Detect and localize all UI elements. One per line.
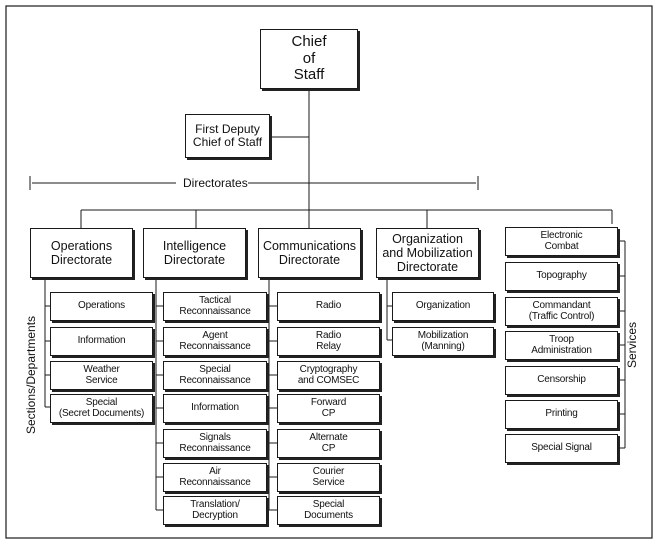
services-label: Services [625,321,639,369]
section-information: Information [50,326,153,356]
section-agent-reconnaissance: Agent Reconnaissance [163,326,267,356]
section-special-documents: Special Documents [277,495,380,525]
section-special-reconnaissance: Special Reconnaissance [163,360,267,390]
service-censorship: Censorship [505,365,618,395]
section-special-secret-documents: Special (Secret Documents) [50,393,153,423]
section-tactical-reconnaissance: Tactical Reconnaissance [163,291,267,321]
section-mobilization-manning: Mobilization (Manning) [392,326,494,356]
section-weather-service: Weather Service [50,360,153,390]
section-radio-relay: Radio Relay [277,326,380,356]
directorate-communications: Communications Directorate [258,228,361,278]
sections-departments-label: Sections/Departments [24,315,38,435]
service-electronic-combat: Electronic Combat [505,226,618,256]
service-printing: Printing [505,399,618,429]
section-air-reconnaissance: Air Reconnaissance [163,462,267,492]
directorates-label: Directorates [183,176,248,190]
section-information: Information [163,393,267,423]
section-radio: Radio [277,291,380,321]
service-troop-administration: Troop Administration [505,330,618,360]
directorate-operations: Operations Directorate [30,228,133,278]
section-forward-cp: Forward CP [277,393,380,423]
section-operations: Operations [50,291,153,321]
section-organization: Organization [392,291,494,321]
section-translation-decryption: Translation/ Decryption [163,495,267,525]
section-courier-service: Courier Service [277,462,380,492]
directorate-intelligence: Intelligence Directorate [143,228,246,278]
service-special-signal: Special Signal [505,433,618,463]
service-topography: Topography [505,261,618,291]
directorate-organization: Organization and Mobilization Directorat… [376,228,479,278]
section-alternate-cp: Alternate CP [277,428,380,458]
service-commandant-traffic-control: Commandant (Traffic Control) [505,296,618,326]
first-deputy-box: First Deputy Chief of Staff [185,114,270,158]
chief-of-staff-box: Chief of Staff [260,29,358,89]
section-cryptography-and-comsec: Cryptography and COMSEC [277,360,380,390]
section-signals-reconnaissance: Signals Reconnaissance [163,428,267,458]
